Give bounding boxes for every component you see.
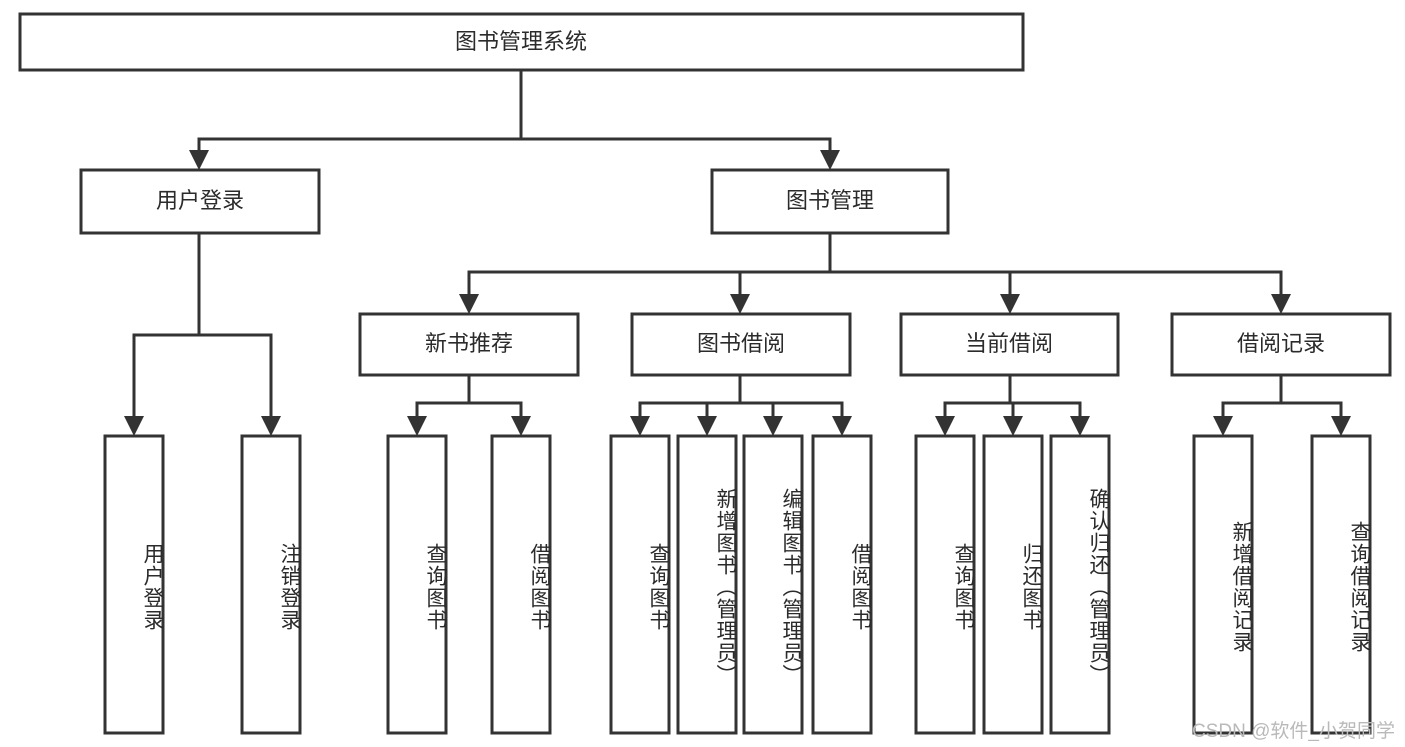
leaf-book-borrow-edit[interactable] <box>742 434 804 735</box>
node-root-label: 图书管理系统 <box>455 29 587 54</box>
node-new-book-recommend[interactable] <box>358 312 580 377</box>
arrow-to-borrow-record <box>1271 294 1291 314</box>
arrow-current-borrow-leaf2 <box>1003 416 1023 436</box>
node-book-management[interactable] <box>710 168 950 235</box>
node-borrow-record[interactable] <box>1170 312 1392 377</box>
node-group: 图书管理系统 用户登录 图书管理 新书推荐 图书借阅 当前借阅 借阅记录 <box>18 12 1392 735</box>
arrow-to-current-borrow <box>1000 294 1020 314</box>
node-new-book-recommend-label: 新书推荐 <box>425 331 513 356</box>
leaf-current-borrow-return[interactable] <box>982 434 1044 735</box>
leaf-new-book-query[interactable] <box>386 434 448 735</box>
node-current-borrow-label: 当前借阅 <box>965 331 1053 356</box>
leaf-user-login-logout[interactable] <box>240 434 302 735</box>
node-borrow-record-label: 借阅记录 <box>1237 331 1325 356</box>
node-book-borrow-label: 图书借阅 <box>697 331 785 356</box>
node-root-book-management-system[interactable] <box>18 12 1025 72</box>
leaf-borrow-record-add[interactable] <box>1192 434 1254 735</box>
leaf-current-borrow-query[interactable] <box>914 434 976 735</box>
arrow-new-book-leaf1 <box>407 416 427 436</box>
node-book-borrow[interactable] <box>630 312 852 377</box>
arrow-book-borrow-leaf2 <box>697 416 717 436</box>
arrow-book-borrow-leaf4 <box>832 416 852 436</box>
arrow-book-borrow-leaf3 <box>763 416 783 436</box>
arrow-book-borrow-leaf1 <box>630 416 650 436</box>
arrow-new-book-leaf2 <box>511 416 531 436</box>
leaf-book-borrow-query[interactable] <box>609 434 671 735</box>
arrow-user-login-leaf1 <box>124 416 144 436</box>
leaf-book-borrow-add[interactable] <box>676 434 738 735</box>
arrow-current-borrow-leaf1 <box>935 416 955 436</box>
connector-group <box>124 68 1351 436</box>
arrow-borrow-record-leaf2 <box>1331 416 1351 436</box>
node-book-management-label: 图书管理 <box>786 188 874 213</box>
node-user-login[interactable] <box>79 168 321 235</box>
arrow-current-borrow-leaf3 <box>1070 416 1090 436</box>
arrow-to-book-mgmt <box>820 150 840 170</box>
arrow-to-user-login <box>189 150 209 170</box>
leaf-borrow-record-query[interactable] <box>1310 434 1372 735</box>
leaf-book-borrow-borrow[interactable] <box>811 434 873 735</box>
csdn-watermark: CSDN @软件_小贺同学 <box>1192 721 1395 742</box>
arrow-to-new-book <box>459 294 479 314</box>
leaf-user-login-login[interactable] <box>103 434 165 735</box>
arrow-borrow-record-leaf1 <box>1213 416 1233 436</box>
arrow-to-book-borrow <box>730 294 750 314</box>
node-current-borrow[interactable] <box>899 312 1120 377</box>
leaf-new-book-borrow[interactable] <box>490 434 552 735</box>
leaf-current-borrow-confirm[interactable] <box>1049 434 1111 735</box>
node-user-login-label: 用户登录 <box>156 188 244 213</box>
arrow-user-login-leaf2 <box>261 416 281 436</box>
